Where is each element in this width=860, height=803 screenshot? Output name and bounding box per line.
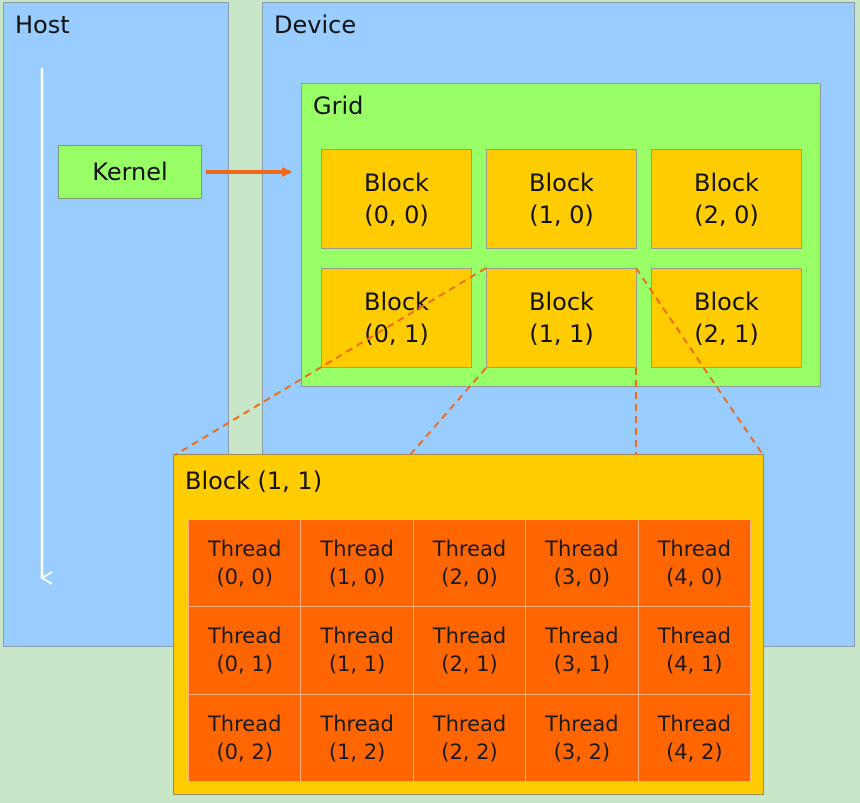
block-coord: (0, 1) bbox=[364, 320, 429, 348]
thread-coord: (2, 0) bbox=[441, 565, 498, 590]
thread-coord: (1, 2) bbox=[328, 739, 386, 764]
block-label: Block bbox=[694, 169, 759, 197]
thread-coord: (0, 0) bbox=[216, 565, 273, 590]
block-label: Block bbox=[529, 169, 594, 197]
thread-0-1: Thread (0, 1) bbox=[189, 607, 301, 694]
block-0-1: Block (0, 1) bbox=[321, 268, 472, 368]
thread-3-2: Thread (3, 2) bbox=[526, 694, 638, 781]
thread-coord: (3, 0) bbox=[553, 565, 611, 590]
thread-label: Thread bbox=[320, 624, 394, 649]
block-2-1: Block (2, 1) bbox=[651, 268, 802, 368]
grid-panel: Grid Block (0, 0) Block (1, 0) Block (2,… bbox=[301, 83, 821, 387]
thread-2-2: Thread (2, 2) bbox=[413, 694, 526, 781]
block-label: Block bbox=[364, 169, 429, 197]
thread-label: Thread bbox=[657, 537, 732, 562]
device-title: Device bbox=[274, 11, 357, 39]
thread-coord: (4, 1) bbox=[666, 652, 723, 677]
thread-2-0: Thread (2, 0) bbox=[413, 520, 526, 607]
thread-label: Thread bbox=[207, 711, 282, 736]
block-coord: (1, 1) bbox=[529, 320, 594, 348]
block-2-0: Block (2, 0) bbox=[651, 149, 802, 249]
block-coord: (2, 1) bbox=[694, 320, 759, 348]
block-label: Block bbox=[529, 288, 594, 316]
thread-coord: (0, 2) bbox=[216, 739, 273, 764]
thread-label: Thread bbox=[545, 537, 619, 562]
thread-grid: Thread (0, 0) Thread (1, 0) Thread (2, 0) T… bbox=[188, 519, 751, 782]
block-coord: (1, 0) bbox=[529, 201, 594, 229]
thread-coord: (1, 0) bbox=[328, 565, 386, 590]
thread-4-0: Thread (4, 0) bbox=[638, 520, 750, 607]
kernel-box: Kernel bbox=[58, 145, 202, 199]
thread-coord: (0, 1) bbox=[216, 652, 273, 677]
zoomed-block-title: Block (1, 1) bbox=[185, 467, 323, 495]
thread-coord: (2, 1) bbox=[441, 652, 498, 677]
thread-1-0: Thread (1, 0) bbox=[301, 520, 413, 607]
host-title: Host bbox=[15, 11, 70, 39]
block-0-0: Block (0, 0) bbox=[321, 149, 472, 249]
thread-label: Thread bbox=[207, 624, 282, 649]
zoomed-block-panel: Block (1, 1) Thread (0, 0) Thread (1, 0) T… bbox=[173, 454, 764, 795]
thread-label: Thread bbox=[320, 711, 394, 736]
thread-1-2: Thread (1, 2) bbox=[301, 694, 413, 781]
kernel-label: Kernel bbox=[92, 158, 168, 186]
thread-coord: (2, 2) bbox=[441, 739, 498, 764]
thread-coord: (1, 1) bbox=[328, 652, 386, 677]
block-label: Block bbox=[364, 288, 429, 316]
block-label: Block bbox=[694, 288, 759, 316]
block-1-0: Block (1, 0) bbox=[486, 149, 637, 249]
thread-label: Thread bbox=[432, 711, 507, 736]
thread-3-0: Thread (3, 0) bbox=[526, 520, 638, 607]
block-coord: (0, 0) bbox=[364, 201, 429, 229]
thread-label: Thread bbox=[432, 624, 507, 649]
thread-1-1: Thread (1, 1) bbox=[301, 607, 413, 694]
thread-4-1: Thread (4, 1) bbox=[638, 607, 750, 694]
block-coord: (2, 0) bbox=[694, 201, 759, 229]
thread-2-1: Thread (2, 1) bbox=[413, 607, 526, 694]
thread-coord: (3, 1) bbox=[553, 652, 611, 677]
thread-label: Thread bbox=[657, 624, 732, 649]
thread-coord: (4, 2) bbox=[666, 739, 723, 764]
thread-0-0: Thread (0, 0) bbox=[189, 520, 301, 607]
block-1-1: Block (1, 1) bbox=[486, 268, 637, 368]
thread-label: Thread bbox=[320, 537, 394, 562]
thread-3-1: Thread (3, 1) bbox=[526, 607, 638, 694]
thread-coord: (3, 2) bbox=[553, 739, 611, 764]
thread-4-2: Thread (4, 2) bbox=[638, 694, 750, 781]
thread-label: Thread bbox=[657, 711, 732, 736]
thread-label: Thread bbox=[545, 711, 619, 736]
thread-label: Thread bbox=[207, 537, 282, 562]
thread-label: Thread bbox=[545, 624, 619, 649]
grid-title: Grid bbox=[313, 92, 364, 120]
thread-coord: (4, 0) bbox=[666, 565, 723, 590]
thread-label: Thread bbox=[432, 537, 507, 562]
thread-0-2: Thread (0, 2) bbox=[189, 694, 301, 781]
